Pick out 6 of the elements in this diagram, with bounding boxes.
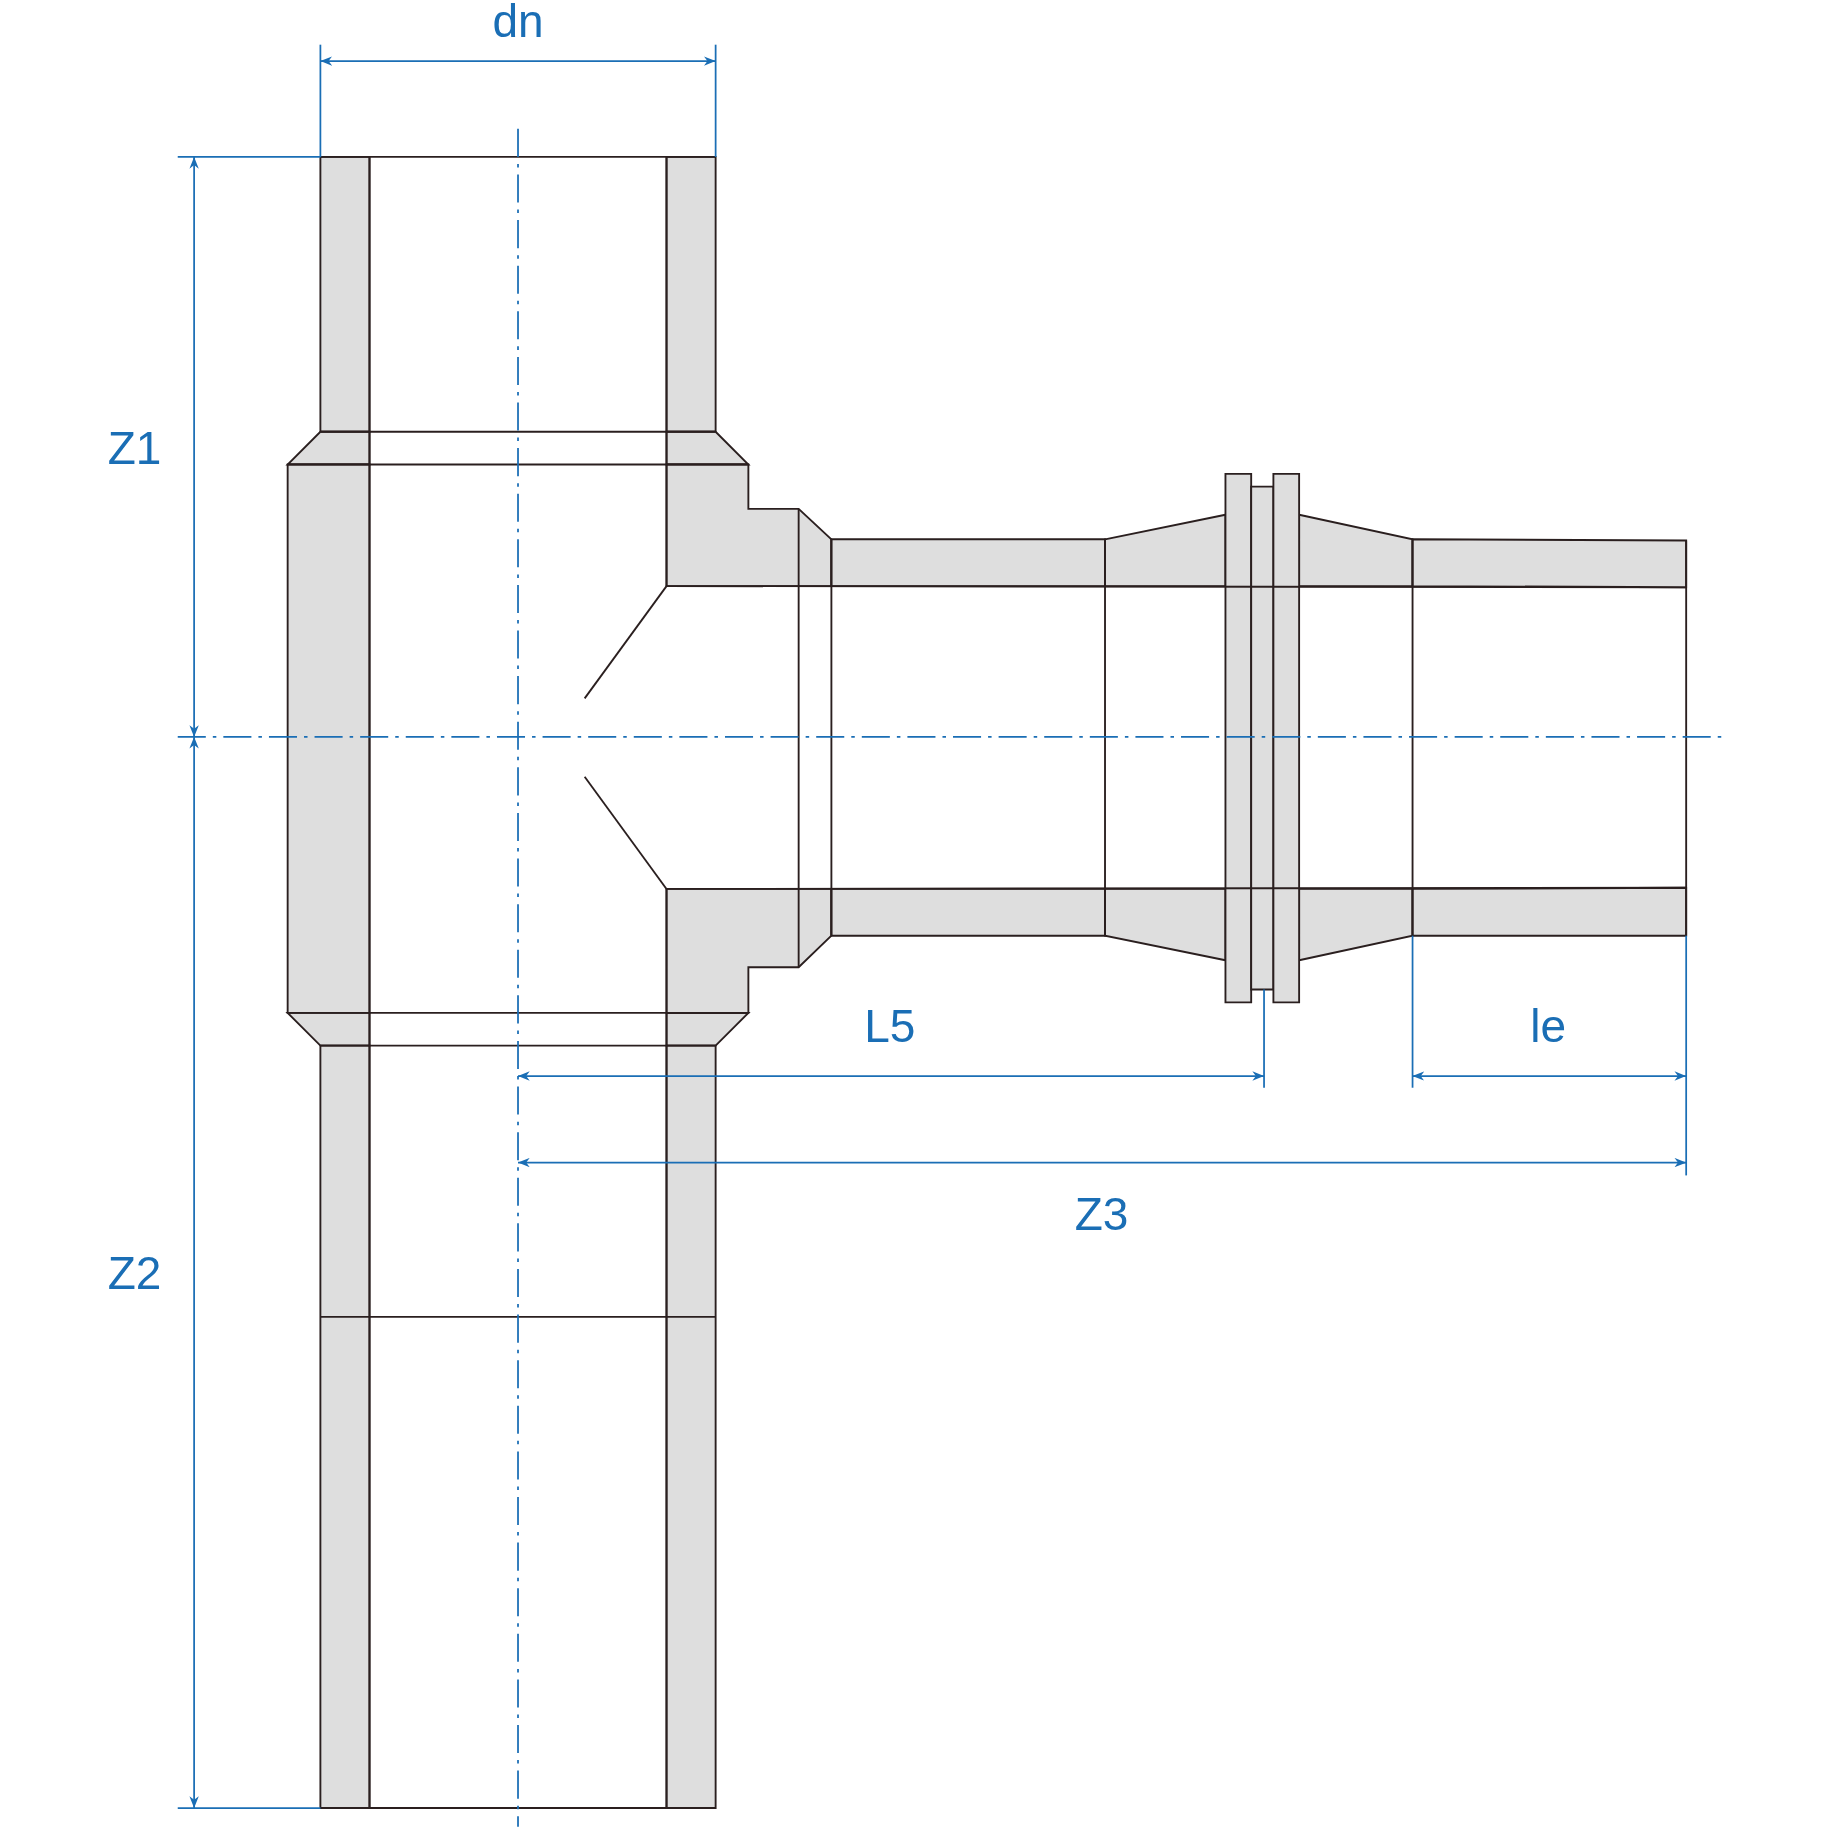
dimension-label: le	[1530, 1002, 1567, 1049]
dimension-label: dn	[492, 0, 544, 45]
dimension-label: Z2	[107, 1250, 162, 1297]
dimension-label: Z3	[1074, 1190, 1129, 1237]
dimension-label: Z1	[107, 424, 162, 471]
dimension-label: L5	[864, 1002, 916, 1049]
